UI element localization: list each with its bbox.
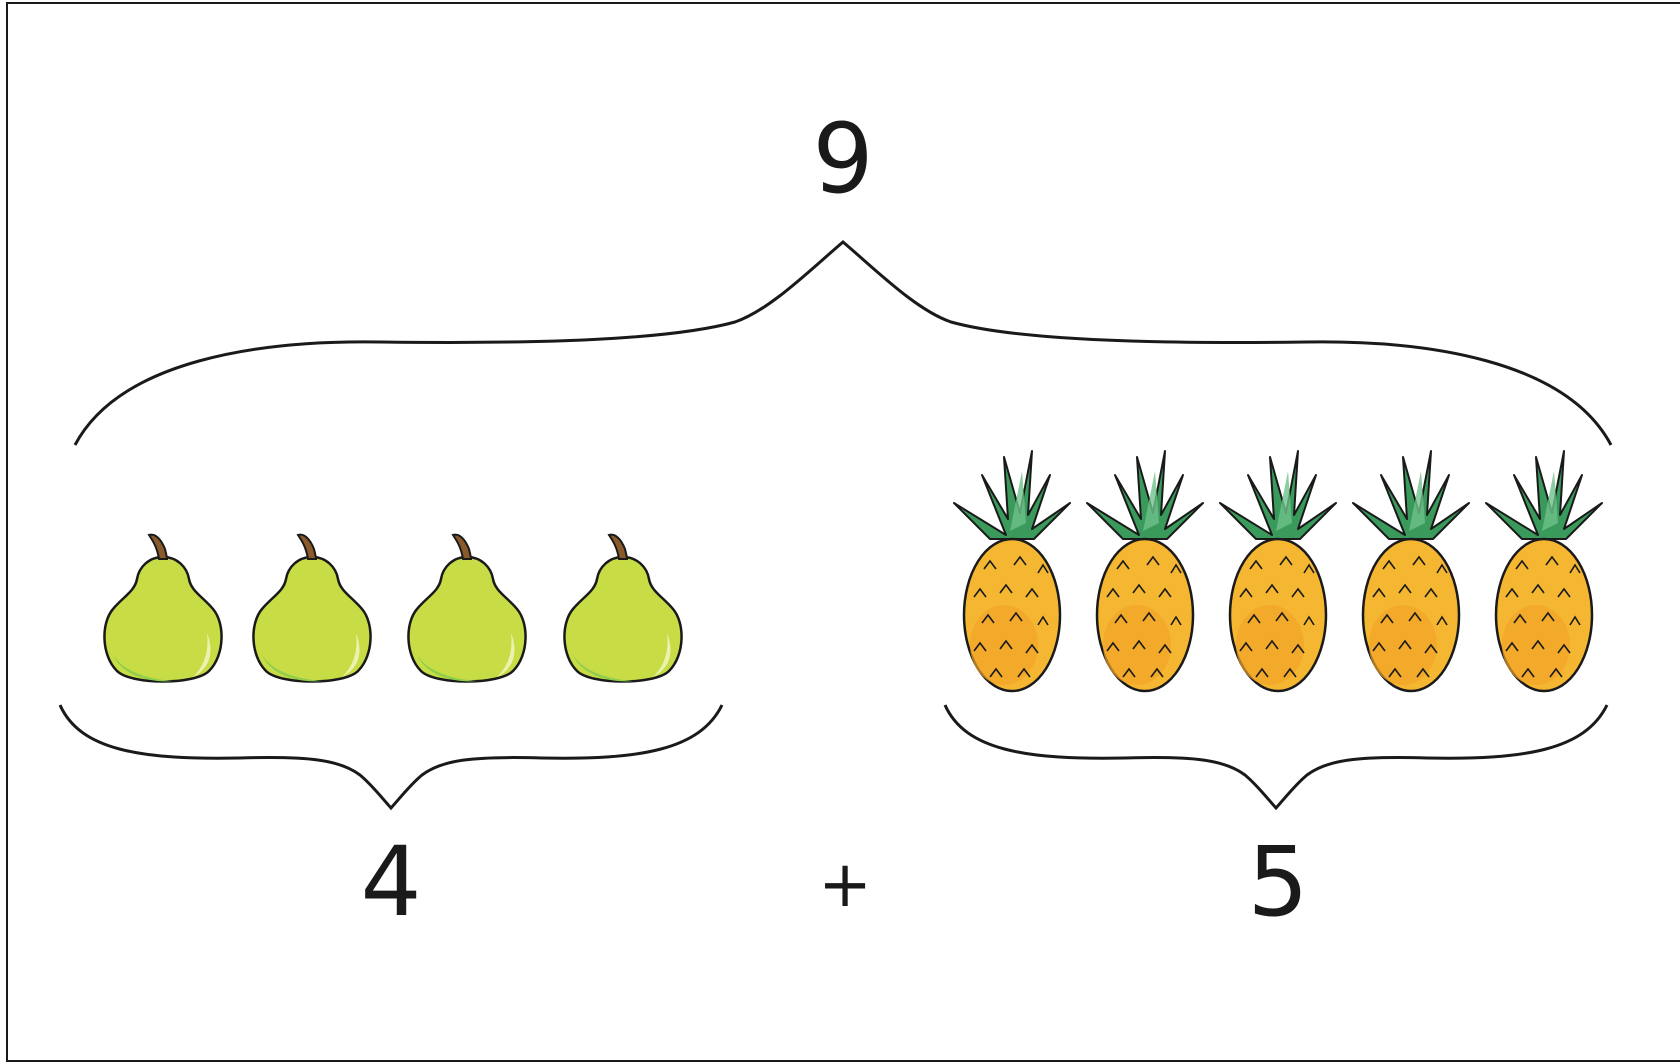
pear-icon bbox=[407, 533, 527, 683]
plus-sign: + bbox=[818, 848, 872, 922]
pineapple-group bbox=[952, 449, 1604, 693]
pineapple-icon bbox=[952, 449, 1072, 693]
top-brace bbox=[73, 240, 1613, 446]
right-count-number: 5 bbox=[1247, 826, 1308, 938]
pineapple-icon bbox=[1218, 449, 1338, 693]
left-count-number: 4 bbox=[360, 826, 421, 938]
total-number: 9 bbox=[812, 103, 873, 215]
pear-group bbox=[103, 533, 683, 683]
pineapple-icon bbox=[1484, 449, 1604, 693]
pear-icon bbox=[252, 533, 372, 683]
right-bottom-brace bbox=[943, 704, 1609, 811]
pineapple-icon bbox=[1085, 449, 1205, 693]
left-bottom-brace bbox=[58, 704, 724, 811]
pear-icon bbox=[563, 533, 683, 683]
pear-icon bbox=[103, 533, 223, 683]
pineapple-icon bbox=[1351, 449, 1471, 693]
